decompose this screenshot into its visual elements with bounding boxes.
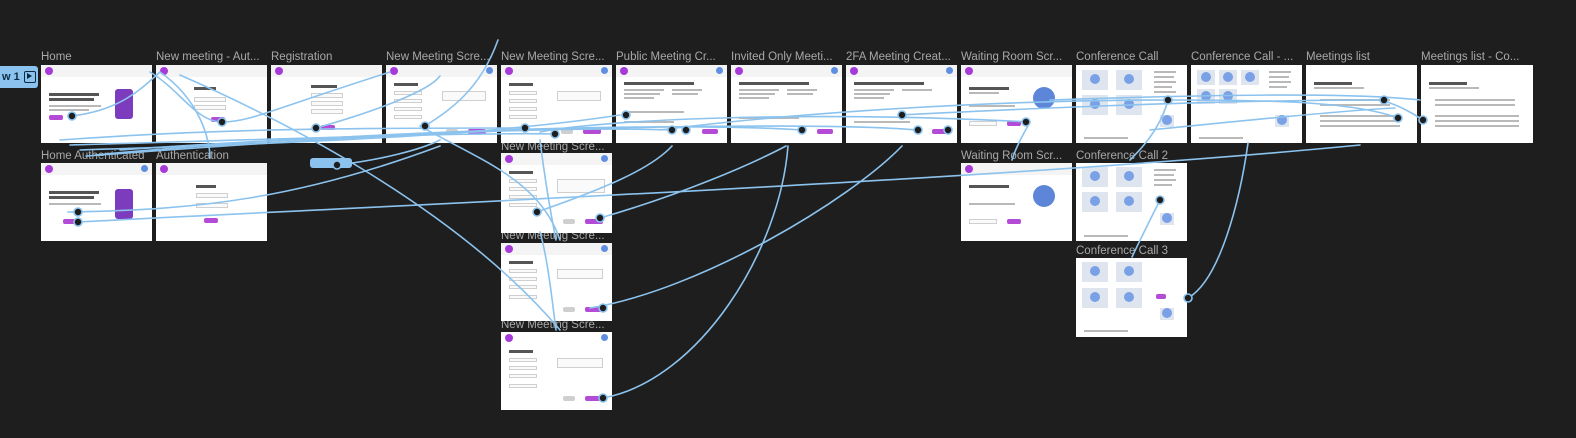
- connection-wire[interactable]: [1129, 99, 1169, 161]
- connection-wire[interactable]: [599, 145, 787, 219]
- connection-wire[interactable]: [1167, 99, 1399, 119]
- avatar: [946, 67, 953, 74]
- connection-node[interactable]: [420, 121, 430, 131]
- logo-icon: [160, 165, 168, 173]
- avatar: [601, 334, 608, 341]
- connection-node[interactable]: [621, 110, 631, 120]
- connection-wire[interactable]: [79, 114, 621, 151]
- connection-node[interactable]: [73, 217, 83, 227]
- frame-invited-only[interactable]: [731, 65, 842, 143]
- connection-node[interactable]: [595, 213, 605, 223]
- connection-wire[interactable]: [602, 145, 789, 399]
- connection-node[interactable]: [667, 125, 677, 135]
- connection-wire[interactable]: [1187, 142, 1249, 299]
- floating-component[interactable]: [310, 158, 352, 168]
- connection-node[interactable]: [332, 160, 342, 170]
- frame-new-meeting-screen-5[interactable]: [501, 332, 612, 410]
- connection-wire[interactable]: [179, 74, 561, 331]
- connection-wire[interactable]: [221, 71, 391, 123]
- logo-icon: [735, 67, 743, 75]
- participant-avatar: [1033, 185, 1055, 207]
- connection-wire[interactable]: [159, 71, 211, 159]
- connection-node[interactable]: [550, 129, 560, 139]
- connection-wire[interactable]: [536, 145, 673, 213]
- connection-node[interactable]: [1021, 117, 1031, 127]
- connection-wire[interactable]: [539, 231, 557, 331]
- connection-node[interactable]: [1393, 113, 1403, 123]
- connection-node[interactable]: [681, 125, 691, 135]
- avatar: [716, 67, 723, 74]
- connection-node[interactable]: [1163, 95, 1173, 105]
- logo-icon: [505, 334, 513, 342]
- connection-wire[interactable]: [77, 144, 1361, 223]
- connection-node[interactable]: [913, 125, 923, 135]
- logo-icon: [45, 165, 53, 173]
- connection-wire[interactable]: [315, 75, 441, 129]
- frame-meetings-list-co[interactable]: [1421, 65, 1533, 143]
- logo-icon: [45, 67, 53, 75]
- connection-wire[interactable]: [67, 145, 441, 213]
- connection-node[interactable]: [897, 110, 907, 120]
- avatar: [486, 67, 493, 74]
- frame-conference-call-3[interactable]: [1076, 258, 1187, 337]
- frame-conference-call-2[interactable]: [1076, 163, 1187, 241]
- connection-node[interactable]: [311, 123, 321, 133]
- connection-node[interactable]: [1155, 195, 1165, 205]
- flow-starting-point[interactable]: w 1: [0, 66, 38, 88]
- connection-node[interactable]: [1418, 115, 1428, 125]
- connection-node[interactable]: [67, 111, 77, 121]
- avatar: [831, 67, 838, 74]
- connection-wire[interactable]: [119, 125, 919, 151]
- logo-icon: [505, 67, 513, 75]
- connection-node[interactable]: [797, 125, 807, 135]
- connection-node[interactable]: [73, 207, 83, 217]
- frame-authentication[interactable]: [156, 163, 267, 241]
- frame-new-meeting-screen-3[interactable]: [501, 153, 612, 233]
- connection-wire[interactable]: [1131, 199, 1161, 258]
- connection-node[interactable]: [598, 303, 608, 313]
- connection-node[interactable]: [520, 123, 530, 133]
- connection-node[interactable]: [1183, 293, 1193, 303]
- connection-wire[interactable]: [589, 145, 903, 309]
- logo-icon: [965, 67, 973, 75]
- connection-node[interactable]: [598, 393, 608, 403]
- connection-wire[interactable]: [59, 127, 526, 141]
- connection-wire[interactable]: [1149, 107, 1396, 131]
- frame-waiting-room-2[interactable]: [961, 163, 1072, 241]
- logo-icon: [505, 155, 513, 163]
- participant-avatar: [1033, 87, 1055, 109]
- connection-node[interactable]: [217, 117, 227, 127]
- frame-home-authenticated[interactable]: [41, 163, 152, 241]
- connection-wire[interactable]: [899, 99, 1385, 116]
- connection-node[interactable]: [532, 207, 542, 217]
- logo-icon: [390, 67, 398, 75]
- hero-image: [115, 189, 133, 219]
- logo-icon: [160, 67, 168, 75]
- logo-icon: [850, 67, 858, 75]
- connection-wire[interactable]: [1011, 121, 1031, 161]
- avatar: [601, 67, 608, 74]
- connection-wire[interactable]: [71, 71, 161, 117]
- flow-label: w 1: [2, 71, 20, 83]
- connection-wire[interactable]: [336, 139, 441, 166]
- avatar: [601, 245, 608, 252]
- connection-wire[interactable]: [659, 99, 1169, 131]
- avatar: [141, 165, 148, 172]
- logo-icon: [275, 67, 283, 75]
- connection-wire[interactable]: [539, 115, 1031, 133]
- connection-node[interactable]: [1379, 95, 1389, 105]
- logo-icon: [505, 245, 513, 253]
- play-icon[interactable]: [23, 71, 36, 83]
- connection-wire[interactable]: [149, 71, 221, 123]
- connection-node[interactable]: [943, 125, 953, 135]
- logo-icon: [965, 165, 973, 173]
- logo-icon: [620, 67, 628, 75]
- connection-wire[interactable]: [539, 139, 557, 241]
- avatar: [601, 155, 608, 162]
- connection-wire[interactable]: [424, 39, 499, 127]
- frame-2fa-meeting[interactable]: [846, 65, 957, 143]
- connection-wire[interactable]: [419, 125, 561, 241]
- frame-new-meeting-screen-1[interactable]: [386, 65, 497, 143]
